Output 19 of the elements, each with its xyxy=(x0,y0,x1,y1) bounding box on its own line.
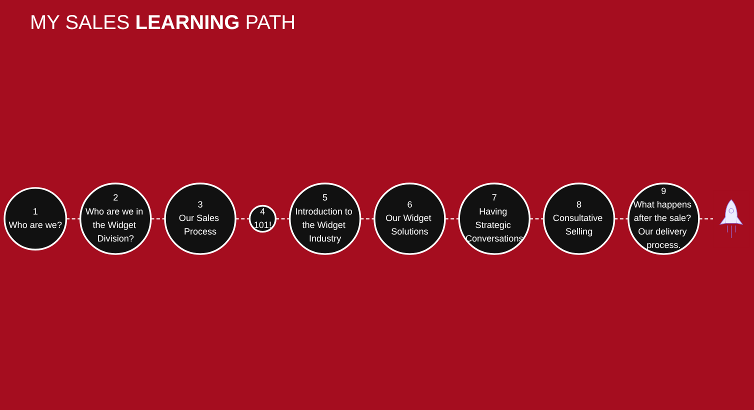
node-circle: 5 Introduction to the Widget Industry xyxy=(288,182,362,256)
node-circle: 8 Consultative Selling xyxy=(542,182,616,256)
node-circle: 3 Our Sales Process xyxy=(164,182,236,256)
connector xyxy=(236,218,250,220)
node-circle: 4 101! xyxy=(248,205,277,233)
connector xyxy=(614,218,628,220)
node-circle: 9 What happens after the sale? Our delivery process. xyxy=(628,182,700,256)
connector xyxy=(698,218,714,220)
connector xyxy=(360,218,374,220)
node-circle: 1 Who are we? xyxy=(4,187,68,251)
title: MY SALES LEARNING PATH xyxy=(29,11,297,36)
connector xyxy=(276,218,290,220)
node-circle: 6 Our Widget Solutions xyxy=(374,182,446,256)
connector xyxy=(66,218,80,220)
node-circle: 2 Who are we in the Widget Division? xyxy=(79,182,152,256)
connector xyxy=(150,218,165,220)
connector xyxy=(530,218,544,220)
connector xyxy=(445,218,460,220)
node-circle: 7 Having Strategic Conversations xyxy=(458,182,530,256)
